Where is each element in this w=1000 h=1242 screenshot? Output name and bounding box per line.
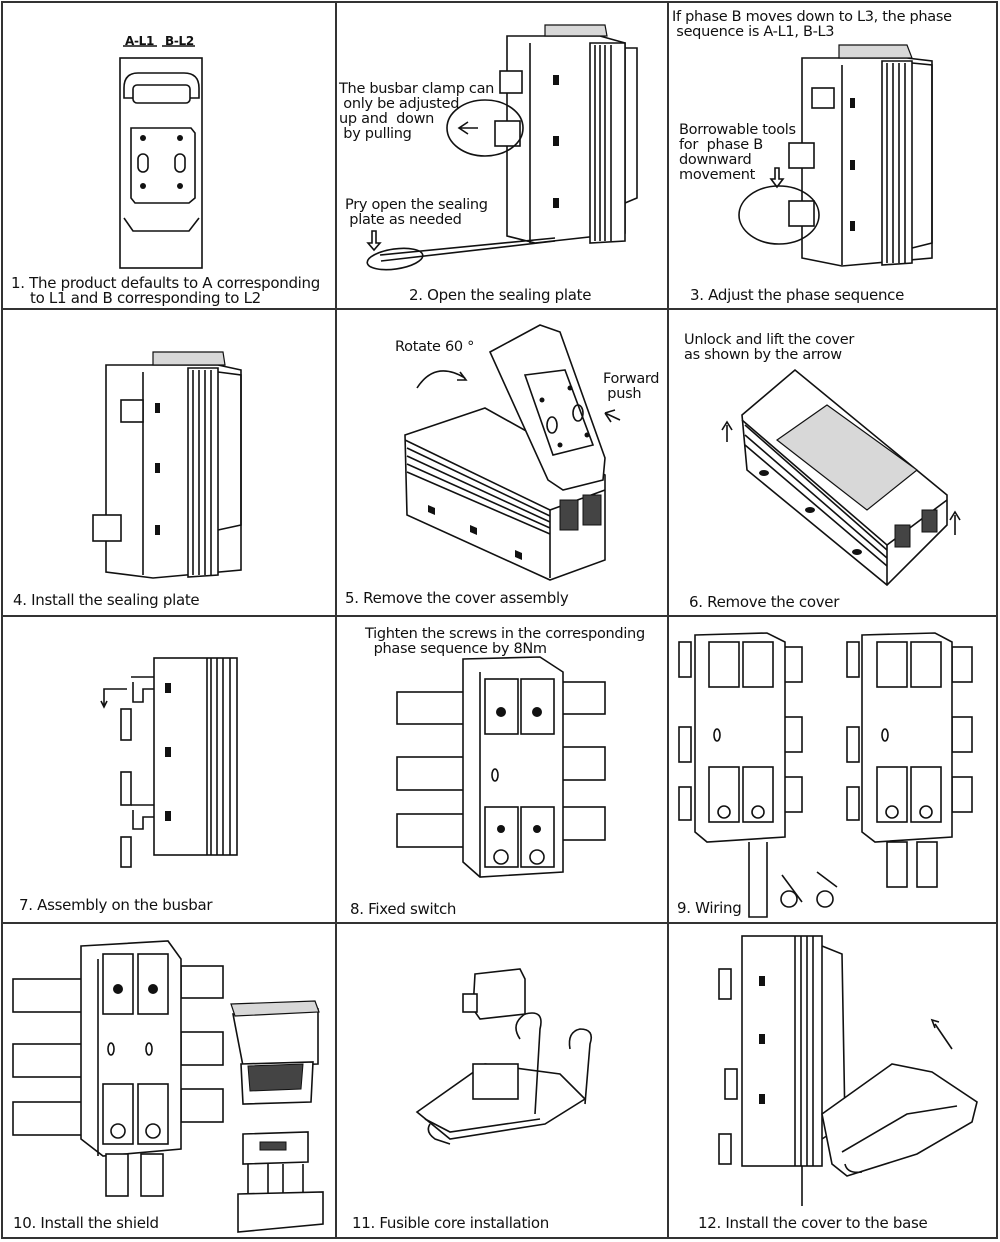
- panel-caption: 10. Install the shield: [13, 1214, 159, 1232]
- panel-12: 12. Install the cover to the base: [667, 924, 997, 1238]
- grid-divider: [3, 922, 996, 924]
- fusible-core-illustration: [415, 968, 593, 1145]
- borrowable-tools-note: Borrowable tools for phase B downward mo…: [679, 122, 796, 183]
- unlock-cover-note: Unlock and lift the cover as shown by th…: [684, 332, 854, 363]
- fuse-switch-front-illustration: [119, 45, 203, 269]
- grid-divider: [667, 3, 669, 1237]
- panel-11: 11. Fusible core installation: [335, 924, 665, 1238]
- phase-adjust-illustration: [738, 44, 933, 267]
- switch-right: [846, 632, 973, 888]
- panel-caption: 5. Remove the cover assembly: [345, 589, 569, 607]
- panel-caption: 2. Open the sealing plate: [409, 286, 592, 304]
- panel-caption: 6. Remove the cover: [689, 593, 840, 611]
- panel-4: 4. Install the sealing plate: [3, 310, 333, 614]
- cover-removal-illustration: [721, 368, 961, 587]
- forward-push-note: Forward push: [603, 371, 660, 402]
- phase-label-b: B-L2: [165, 34, 194, 48]
- panel-9: 9. Wiring: [667, 617, 997, 921]
- pry-open-note: Pry open the sealing plate as needed: [345, 197, 488, 228]
- phase-sequence-note: If phase B moves down to L3, the phase s…: [672, 9, 952, 40]
- panel-caption: 7. Assembly on the busbar: [19, 896, 213, 914]
- panel-2: The busbar clamp can only be adjusted up…: [335, 3, 665, 307]
- panel-5: Rotate 60 ° Forward push 5. Remove the c…: [335, 310, 665, 614]
- busbar-assembly-illustration: [100, 657, 238, 868]
- panel-caption: 9. Wiring: [677, 899, 742, 917]
- panel-caption-line2: to L1 and B corresponding to L2: [30, 289, 261, 307]
- panel-caption: 4. Install the sealing plate: [13, 591, 200, 609]
- grid-divider: [3, 308, 996, 310]
- panel-caption: 8. Fixed switch: [350, 900, 457, 918]
- sealing-plate-installed-illustration: [92, 351, 242, 579]
- fixed-switch-illustration: [396, 656, 606, 878]
- panel-caption: 11. Fusible core installation: [352, 1214, 549, 1232]
- panel-caption: 1. The product defaults to A correspondi…: [11, 274, 320, 292]
- panel-10: 10. Install the shield: [3, 924, 333, 1238]
- tighten-screws-note: Tighten the screws in the corresponding …: [365, 626, 645, 657]
- rotate-note: Rotate 60 °: [395, 339, 475, 355]
- sealing-plate-illustration: [366, 24, 638, 271]
- shield-install-illustration: [12, 940, 324, 1233]
- panel-1: A-L1 B-L2 1. The product defaults to A c…: [3, 3, 333, 307]
- switch-left: [678, 632, 838, 918]
- panel-8: Tighten the screws in the corresponding …: [335, 617, 665, 921]
- panel-caption: 12. Install the cover to the base: [698, 1214, 928, 1232]
- panel-6: Unlock and lift the cover as shown by th…: [667, 310, 997, 614]
- cover-assembly-removal-illustration: [404, 324, 621, 581]
- grid-divider: [335, 3, 337, 1237]
- panel-caption: 3. Adjust the phase sequence: [690, 286, 905, 304]
- wiring-illustration: [678, 632, 973, 918]
- grid-divider: [3, 615, 996, 617]
- cover-to-base-illustration: [718, 935, 978, 1206]
- panel-7: 7. Assembly on the busbar: [3, 617, 333, 921]
- phase-label-a: A-L1: [125, 34, 155, 48]
- busbar-clamp-note: The busbar clamp can only be adjusted up…: [339, 81, 495, 142]
- panel-3: If phase B moves down to L3, the phase s…: [667, 3, 997, 307]
